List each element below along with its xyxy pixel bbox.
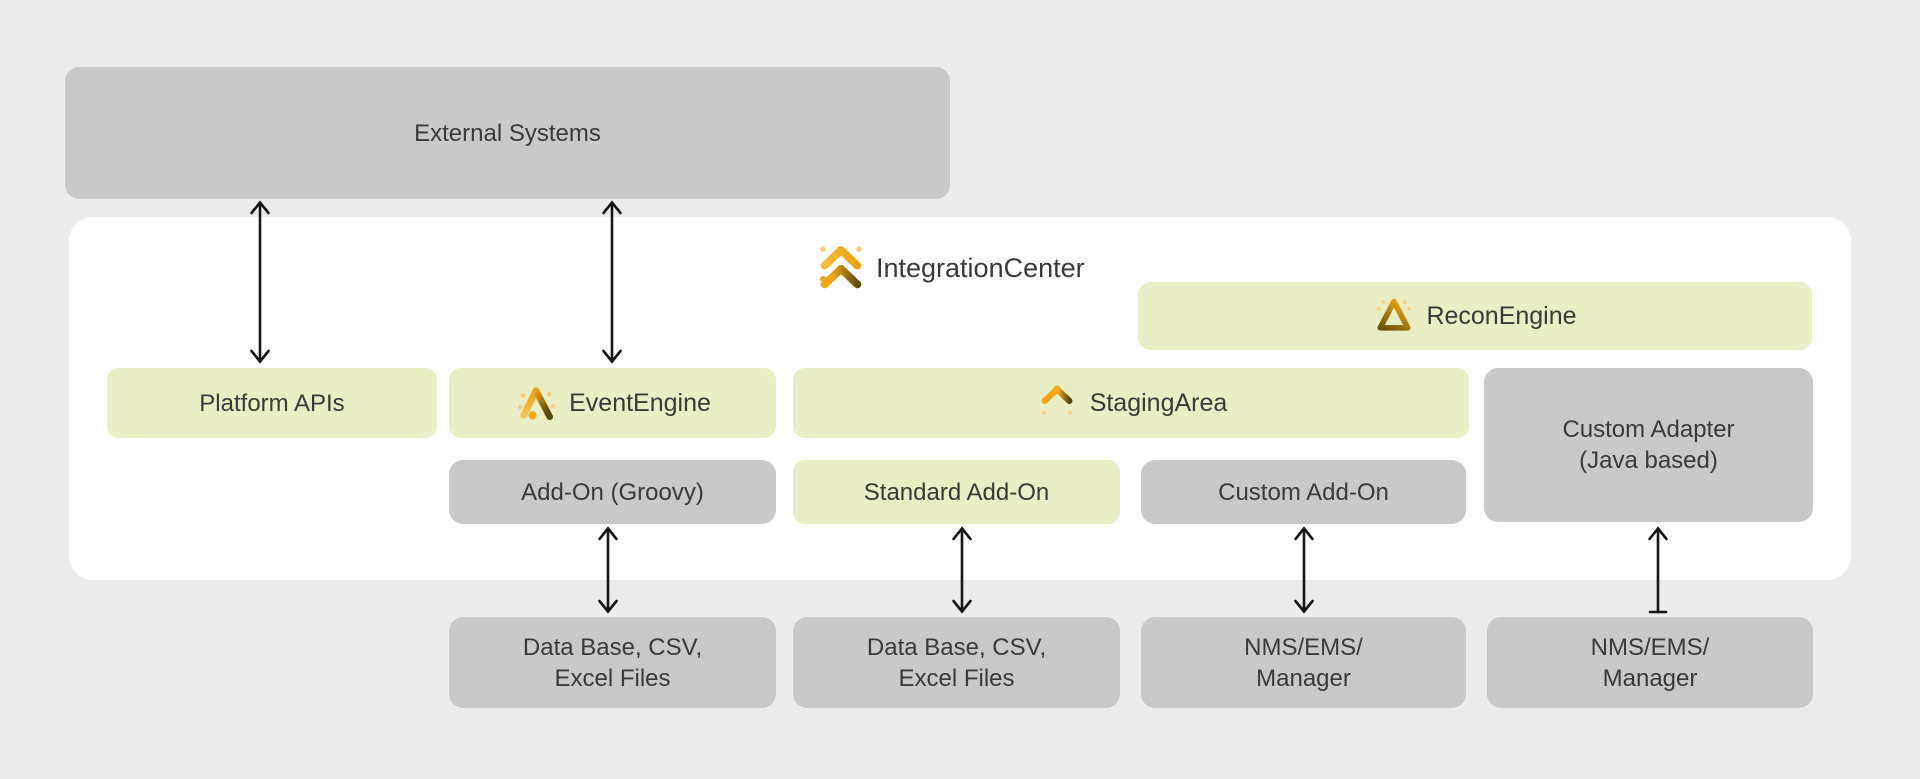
- node-label: Standard Add-On: [863, 478, 1050, 506]
- event-engine-icon: [518, 387, 556, 421]
- node-nms-ems-left: NMS/EMS/ Manager: [1141, 617, 1466, 708]
- arrow-add-on-groovy-to-database: [598, 526, 618, 614]
- arrow-standard-add-on-to-database: [952, 526, 972, 614]
- node-label: NMS/EMS/ Manager: [1244, 633, 1363, 692]
- node-standard-add-on: Standard Add-On: [793, 460, 1120, 524]
- staging-area-icon: [1041, 385, 1073, 420]
- node-label: Add-On (Groovy): [521, 478, 704, 506]
- node-add-on-groovy: Add-On (Groovy): [449, 460, 776, 524]
- integration-center-brand: IntegrationCenter: [816, 241, 1085, 295]
- arrow-custom-add-on-to-nms: [1294, 526, 1314, 614]
- node-label: EventEngine: [569, 388, 711, 417]
- brand-label: IntegrationCenter: [876, 252, 1085, 283]
- node-staging-area: StagingArea: [793, 368, 1469, 438]
- node-external-systems: External Systems: [65, 67, 950, 199]
- node-nms-ems-right: NMS/EMS/ Manager: [1487, 617, 1813, 708]
- node-event-engine: EventEngine: [449, 368, 776, 438]
- recon-engine-icon: [1377, 298, 1412, 331]
- integration-center-icon: [819, 246, 862, 289]
- node-database-csv-right: Data Base, CSV, Excel Files: [793, 617, 1120, 708]
- arrow-custom-adapter-to-nms: [1648, 526, 1668, 614]
- arrow-external-to-event-engine: [602, 200, 622, 364]
- node-custom-adapter: Custom Adapter (Java based): [1484, 368, 1813, 522]
- node-label: Data Base, CSV, Excel Files: [866, 633, 1047, 692]
- node-label: NMS/EMS/ Manager: [1590, 633, 1710, 692]
- node-database-csv-left: Data Base, CSV, Excel Files: [449, 617, 776, 708]
- node-label: Data Base, CSV, Excel Files: [522, 633, 703, 692]
- node-recon-engine: ReconEngine: [1138, 282, 1812, 350]
- node-platform-apis: Platform APIs: [107, 368, 437, 438]
- node-label: StagingArea: [1089, 388, 1228, 417]
- node-label: Platform APIs: [199, 389, 345, 417]
- node-label: External Systems: [414, 119, 601, 147]
- node-custom-add-on: Custom Add-On: [1141, 460, 1466, 524]
- node-label: ReconEngine: [1426, 301, 1577, 330]
- node-label: Custom Adapter (Java based): [1562, 416, 1735, 474]
- node-label: Custom Add-On: [1218, 478, 1389, 506]
- arrow-external-to-platform-apis: [250, 200, 270, 364]
